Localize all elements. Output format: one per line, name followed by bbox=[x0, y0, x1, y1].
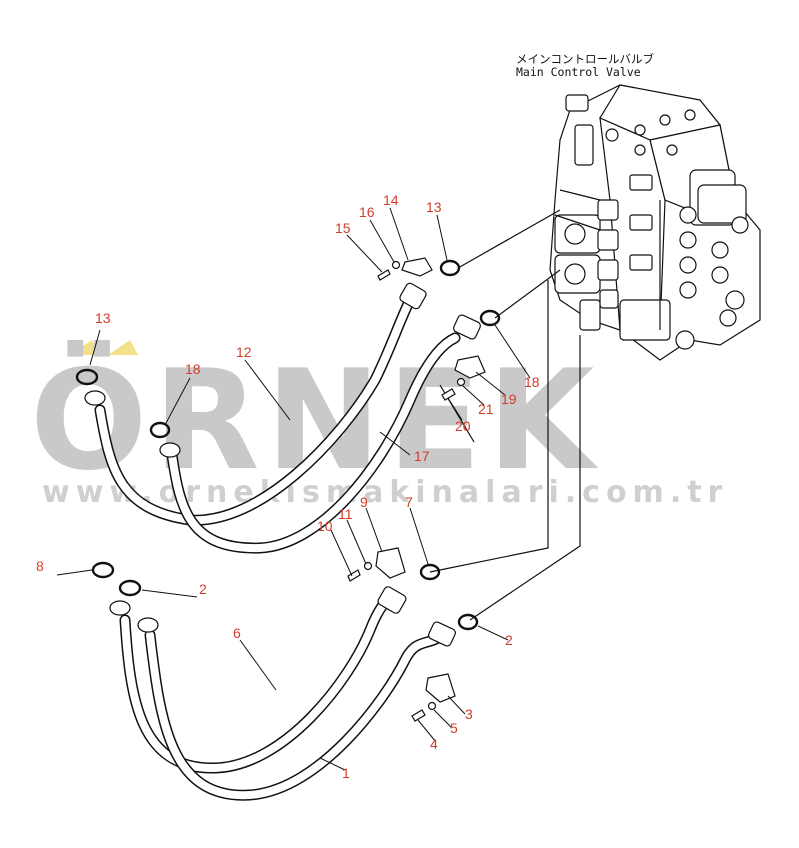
callout-15: 15 bbox=[335, 220, 351, 236]
callout-16: 16 bbox=[359, 204, 375, 220]
split-flange-9 bbox=[375, 547, 406, 579]
o-ring-18-right bbox=[479, 309, 501, 327]
hose-17 bbox=[159, 314, 481, 554]
washer-21 bbox=[456, 377, 466, 387]
callout-12: 12 bbox=[236, 344, 252, 360]
callout-3: 3 bbox=[465, 706, 473, 722]
callout-19: 19 bbox=[501, 391, 517, 407]
callout-21: 21 bbox=[478, 401, 494, 417]
o-ring-2-left bbox=[118, 579, 142, 597]
callout-18-right: 18 bbox=[524, 374, 540, 390]
callout-6: 6 bbox=[233, 625, 241, 641]
o-ring-7 bbox=[419, 563, 441, 581]
washer-5 bbox=[427, 701, 437, 711]
valve-label-english: Main Control Valve bbox=[516, 65, 641, 79]
callout-17: 17 bbox=[414, 448, 430, 464]
bolt-15 bbox=[377, 269, 391, 281]
o-rings bbox=[75, 259, 501, 631]
hose-6 bbox=[109, 586, 407, 774]
callout-7: 7 bbox=[405, 494, 413, 510]
callouts: 13 18 12 17 15 16 14 13 18 19 21 20 8 2 … bbox=[36, 192, 540, 781]
o-ring-18-left bbox=[149, 421, 171, 439]
watermark-accent-right bbox=[108, 340, 138, 355]
callout-8: 8 bbox=[36, 558, 44, 574]
watermark-accent-left bbox=[70, 340, 100, 355]
callout-20: 20 bbox=[455, 418, 471, 434]
bolt-10 bbox=[347, 569, 361, 582]
flange-set-upper bbox=[377, 257, 486, 401]
callout-18-left: 18 bbox=[185, 361, 201, 377]
washer-11 bbox=[363, 561, 373, 571]
hose-1 bbox=[137, 617, 456, 801]
split-flange-3 bbox=[425, 673, 456, 703]
hose-12 bbox=[84, 282, 427, 526]
callout-14: 14 bbox=[383, 192, 399, 208]
callout-2-right: 2 bbox=[505, 632, 513, 648]
o-ring-8 bbox=[91, 561, 115, 579]
callout-13-right: 13 bbox=[426, 199, 442, 215]
main-control-valve bbox=[549, 84, 761, 361]
leader-lines bbox=[56, 207, 531, 771]
bolt-20 bbox=[441, 388, 456, 401]
callout-10: 10 bbox=[317, 518, 333, 534]
bolt-4 bbox=[411, 709, 426, 722]
callout-9: 9 bbox=[360, 494, 368, 510]
split-flange-19 bbox=[454, 355, 486, 379]
o-ring-13-left bbox=[75, 368, 99, 386]
callout-1: 1 bbox=[342, 765, 350, 781]
o-ring-2-right bbox=[457, 613, 479, 631]
flange-set-lower bbox=[347, 547, 456, 722]
watermark-brand: ÖRNEK bbox=[30, 340, 600, 501]
callout-2-left: 2 bbox=[199, 581, 207, 597]
callout-11: 11 bbox=[338, 506, 353, 522]
callout-4: 4 bbox=[430, 736, 438, 752]
valve-label-japanese: メインコントロールバルブ bbox=[516, 52, 654, 66]
connector-lines bbox=[429, 209, 581, 621]
o-ring-13-right bbox=[439, 259, 461, 277]
callout-13-left: 13 bbox=[95, 310, 111, 326]
washer-16 bbox=[391, 260, 401, 270]
watermark: ÖRNEK www.ornekismakinalari.com.tr bbox=[30, 340, 728, 510]
watermark-url: www.ornekismakinalari.com.tr bbox=[42, 475, 728, 510]
split-flange-14 bbox=[401, 257, 433, 277]
callout-5: 5 bbox=[450, 720, 458, 736]
